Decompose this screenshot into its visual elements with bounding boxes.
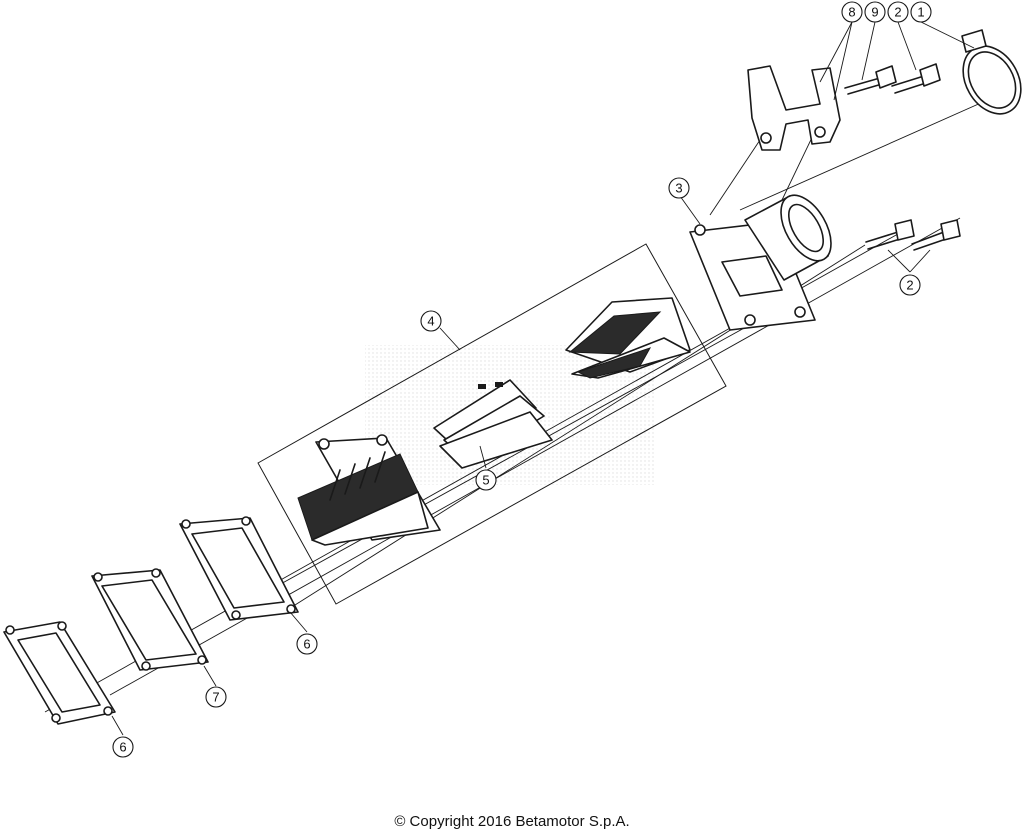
callout-9: 9 [864,1,886,23]
svg-text:3: 3 [675,181,682,196]
callout-6-front: 6 [112,736,134,758]
reed-cage [297,434,441,546]
svg-text:9: 9 [871,5,878,20]
reed-assembly-frame [257,243,727,605]
callout-4: 4 [420,310,442,332]
callout-2-top: 2 [887,1,909,23]
svg-text:1: 1 [917,5,924,20]
callout-1: 1 [910,1,932,23]
bolt-2-top [891,63,941,94]
gasket-6-rear [179,516,299,621]
svg-text:8: 8 [848,5,855,20]
callout-leaders [111,21,975,736]
intake-manifold-3 [689,194,832,331]
callout-8: 8 [841,1,863,23]
callout-2-right: 2 [899,274,921,296]
bolt-2-right-a [865,219,915,250]
svg-text:7: 7 [212,690,219,705]
bracket-8 [747,65,841,151]
svg-text:4: 4 [427,314,434,329]
svg-text:5: 5 [482,473,489,488]
callout-5: 5 [475,469,497,491]
bolt-2-right-b [911,219,961,251]
svg-text:2: 2 [906,278,913,293]
callout-3: 3 [668,177,690,199]
bolt-9 [844,65,897,95]
callout-6-rear: 6 [296,633,318,655]
reed-block [565,297,691,379]
reed-petals-5 [433,379,553,469]
gasket-6-front [3,621,116,725]
spacer-7 [91,568,209,671]
svg-text:6: 6 [303,637,310,652]
svg-text:2: 2 [894,5,901,20]
hose-clamp-1 [961,29,1022,115]
callout-7: 7 [205,686,227,708]
copyright-notice: © Copyright 2016 Betamotor S.p.A. [394,813,630,830]
svg-text:6: 6 [119,740,126,755]
